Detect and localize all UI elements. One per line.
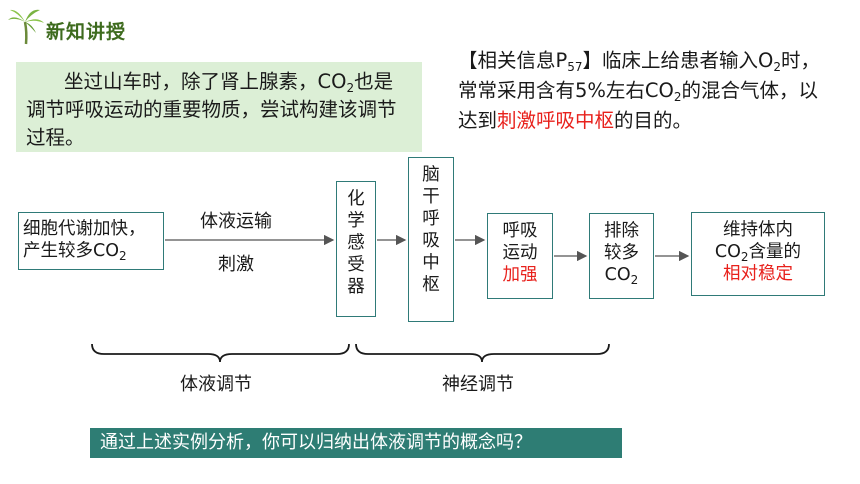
info-highlight: 刺激呼吸中枢 bbox=[497, 109, 615, 132]
related-info: 【相关信息P57】临床上给患者输入O2时，常常采用含有5%左右CO2的混合气体，… bbox=[458, 46, 828, 136]
info-prefix: 【相关信息P bbox=[458, 49, 568, 72]
box3-chars: 脑 干 呼 吸 中 枢 bbox=[409, 164, 453, 296]
box-chemoreceptor: 化 学 感 受 器 bbox=[336, 181, 376, 317]
box2-char: 感 bbox=[347, 233, 365, 253]
question-box: 坐过山车时，除了肾上腺素，CO2也是调节呼吸运动的重要物质，尝试构建该调节过程。 bbox=[16, 62, 422, 152]
box-brainstem-respiratory-center: 脑 干 呼 吸 中 枢 bbox=[408, 157, 454, 322]
box-cell-metabolism: 细胞代谢加快， 产生较多CO2 bbox=[18, 212, 164, 270]
box5-sub: 2 bbox=[630, 273, 639, 287]
palm-tree-icon bbox=[8, 9, 44, 45]
box3-char: 呼 bbox=[422, 209, 440, 229]
footer-question: 通过上述实例分析，你可以归纳出体液调节的概念吗？ bbox=[90, 428, 622, 458]
info-part1-sub: 2 bbox=[773, 60, 782, 74]
box4-line2: 运动 bbox=[502, 243, 538, 263]
box5-line1: 排除 bbox=[604, 221, 639, 241]
box1-line2: 产生较多CO bbox=[23, 241, 119, 261]
box2-char: 化 bbox=[347, 189, 365, 209]
info-part1: 】临床上给患者输入O bbox=[582, 49, 774, 72]
box5-line2: 较多 bbox=[604, 243, 639, 263]
info-part3: 的混合气体，以达到 bbox=[458, 79, 819, 132]
box1-line1: 细胞代谢加快， bbox=[23, 219, 146, 239]
box6-line3: 相对稳定 bbox=[723, 264, 793, 284]
box6-sub: 2 bbox=[740, 250, 749, 264]
section-logo: 新知讲授 bbox=[6, 6, 166, 46]
box4-line3: 加强 bbox=[502, 265, 538, 285]
info-part2-sub: 2 bbox=[673, 90, 682, 104]
label-humoral-regulation: 体液调节 bbox=[180, 374, 252, 395]
box3-char: 吸 bbox=[422, 231, 440, 251]
label-body-fluid-transport: 体液运输 bbox=[200, 211, 272, 232]
question-text-b: 也是调节呼吸运动的重要物质，尝试构建该调节过程。 bbox=[26, 70, 397, 149]
box-exhale-co2: 排除 较多 CO2 bbox=[589, 213, 654, 299]
info-prefix-sub: 57 bbox=[567, 60, 583, 74]
box6-line1: 维持体内 bbox=[723, 220, 793, 240]
box2-char: 学 bbox=[347, 211, 365, 231]
box3-char: 枢 bbox=[422, 275, 440, 295]
box6-line2b: 含量的 bbox=[748, 242, 802, 262]
box-co2-stable: 维持体内 CO2含量的 相对稳定 bbox=[691, 212, 825, 296]
box1-sub: 2 bbox=[119, 249, 127, 263]
label-nervous-regulation: 神经调节 bbox=[442, 374, 514, 395]
label-stimulate: 刺激 bbox=[218, 254, 254, 275]
box3-char: 脑 bbox=[422, 165, 440, 185]
box2-chars: 化 学 感 受 器 bbox=[337, 188, 375, 298]
box3-char: 中 bbox=[422, 253, 440, 273]
info-part2: 时，常常采用含有5%左右CO bbox=[458, 49, 821, 102]
box6-line2a: CO bbox=[714, 242, 741, 262]
box4-line1: 呼吸 bbox=[502, 221, 538, 241]
section-title: 新知讲授 bbox=[46, 21, 127, 43]
box-breathing-enhanced: 呼吸 运动 加强 bbox=[487, 213, 553, 299]
bracket-nervous bbox=[355, 343, 610, 363]
box5-line3: CO bbox=[604, 265, 631, 285]
question-sub-a: 2 bbox=[346, 81, 355, 95]
box2-char: 受 bbox=[347, 255, 365, 275]
box3-char: 干 bbox=[422, 187, 440, 207]
box2-char: 器 bbox=[347, 277, 365, 297]
info-part4: 的目的。 bbox=[614, 109, 693, 132]
bracket-humoral bbox=[91, 343, 350, 363]
question-text-a: 坐过山车时，除了肾上腺素，CO bbox=[64, 70, 347, 93]
